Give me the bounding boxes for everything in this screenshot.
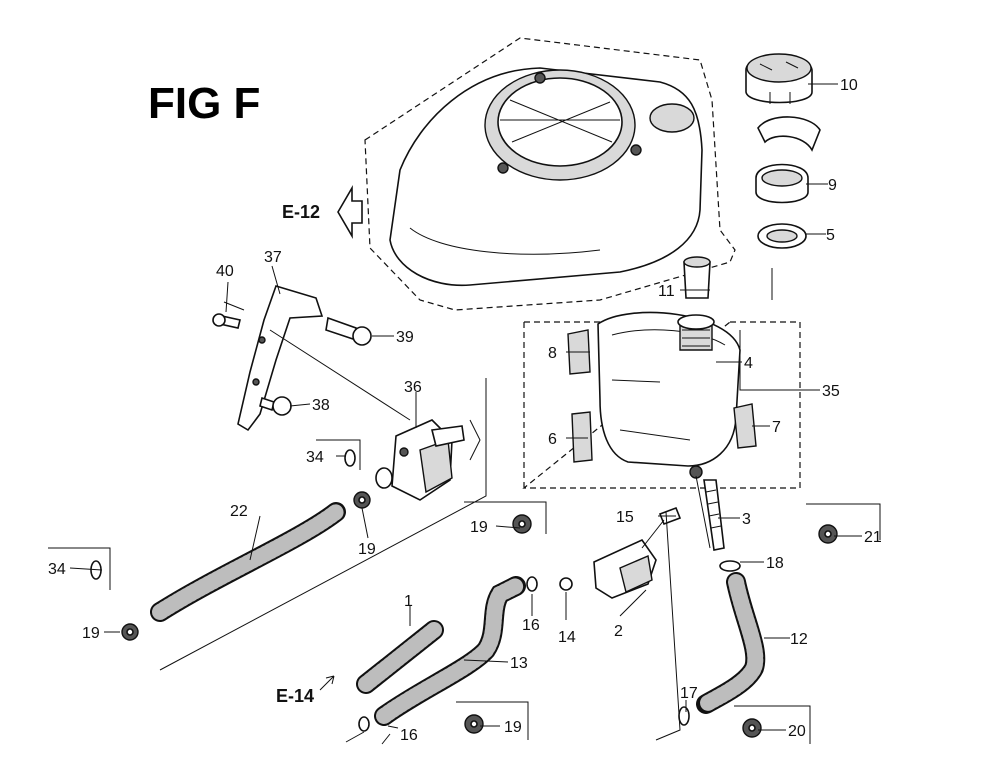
fuel-tank-bracket: [237, 285, 324, 432]
callout-6: 6: [548, 431, 557, 448]
ref-e14-label: E-14: [276, 686, 314, 706]
ref-e14: E-14: [276, 675, 335, 706]
callout-10: 10: [840, 77, 858, 94]
clip-34-valve: [344, 449, 356, 467]
filler-neck-port: [649, 103, 695, 133]
callout-17: 17: [680, 685, 698, 702]
callout-5: 5: [826, 227, 835, 244]
callout-38: 38: [312, 397, 330, 414]
callout-19-bottom: 19: [504, 719, 522, 736]
callout-19-box: 19: [470, 519, 488, 536]
fuel-hose-22: [150, 502, 346, 622]
callout-labels: 10 9 5 11 4 8 6 7 35 3 15 18 12 2 14 16 …: [48, 77, 882, 744]
clip-16-a: [526, 576, 538, 592]
fuel-hose-1: [356, 620, 444, 694]
fuel-tank: [597, 311, 741, 467]
callout-11: 11: [658, 283, 675, 300]
fuel-valve-outlet: [431, 425, 465, 447]
callout-21: 21: [864, 529, 882, 546]
callout-1: 1: [404, 593, 413, 610]
fuel-hose-12: [696, 572, 766, 714]
callout-34-left: 34: [48, 561, 66, 578]
clip-17: [678, 706, 690, 726]
fuel-joint-2: [593, 506, 682, 599]
clip-18: [719, 560, 741, 572]
callout-35: 35: [822, 383, 840, 400]
fuel-valve-group: [375, 419, 465, 501]
callout-2: 2: [614, 623, 623, 640]
callout-34-valve: 34: [306, 449, 324, 466]
ref-e12-label: E-12: [282, 202, 320, 222]
callout-16-b: 16: [400, 727, 418, 744]
callout-19-left: 19: [82, 625, 100, 642]
bolt-38: [259, 396, 275, 412]
callout-36: 36: [404, 379, 422, 396]
callout-15: 15: [616, 509, 634, 526]
figure-title: FIG F: [148, 79, 260, 128]
callout-20: 20: [788, 723, 806, 740]
fan-cover-group: [364, 37, 736, 311]
callout-8: 8: [548, 345, 557, 362]
callout-40: 40: [216, 263, 234, 280]
leader-lines: [69, 83, 862, 731]
fuel-hose-13: [374, 576, 526, 726]
callout-22: 22: [230, 503, 248, 520]
callout-3: 3: [742, 511, 751, 528]
callout-37: 37: [264, 249, 282, 266]
callout-14: 14: [558, 629, 576, 646]
ref-e14-arrow-icon: [319, 675, 335, 691]
cap-tether: [757, 116, 821, 152]
washer-14: [559, 577, 573, 591]
callout-13: 13: [510, 655, 528, 672]
callout-18: 18: [766, 555, 784, 572]
fuel-cap-group: [745, 53, 821, 249]
cushion-7: [733, 403, 757, 449]
ref-e12-arrow-icon: [337, 185, 363, 239]
cushion-6: [571, 411, 593, 463]
ref-e12: E-12: [282, 185, 363, 239]
clip-16-b: [358, 716, 370, 732]
callout-9: 9: [828, 177, 837, 194]
callout-16-a: 16: [522, 617, 540, 634]
callout-7: 7: [772, 419, 781, 436]
callout-4: 4: [744, 355, 753, 372]
fuel-valve-inlet: [375, 467, 393, 489]
callout-39: 39: [396, 329, 414, 346]
bolt-39: [325, 316, 357, 342]
callout-12: 12: [790, 631, 808, 648]
callout-19-valve: 19: [358, 541, 376, 558]
